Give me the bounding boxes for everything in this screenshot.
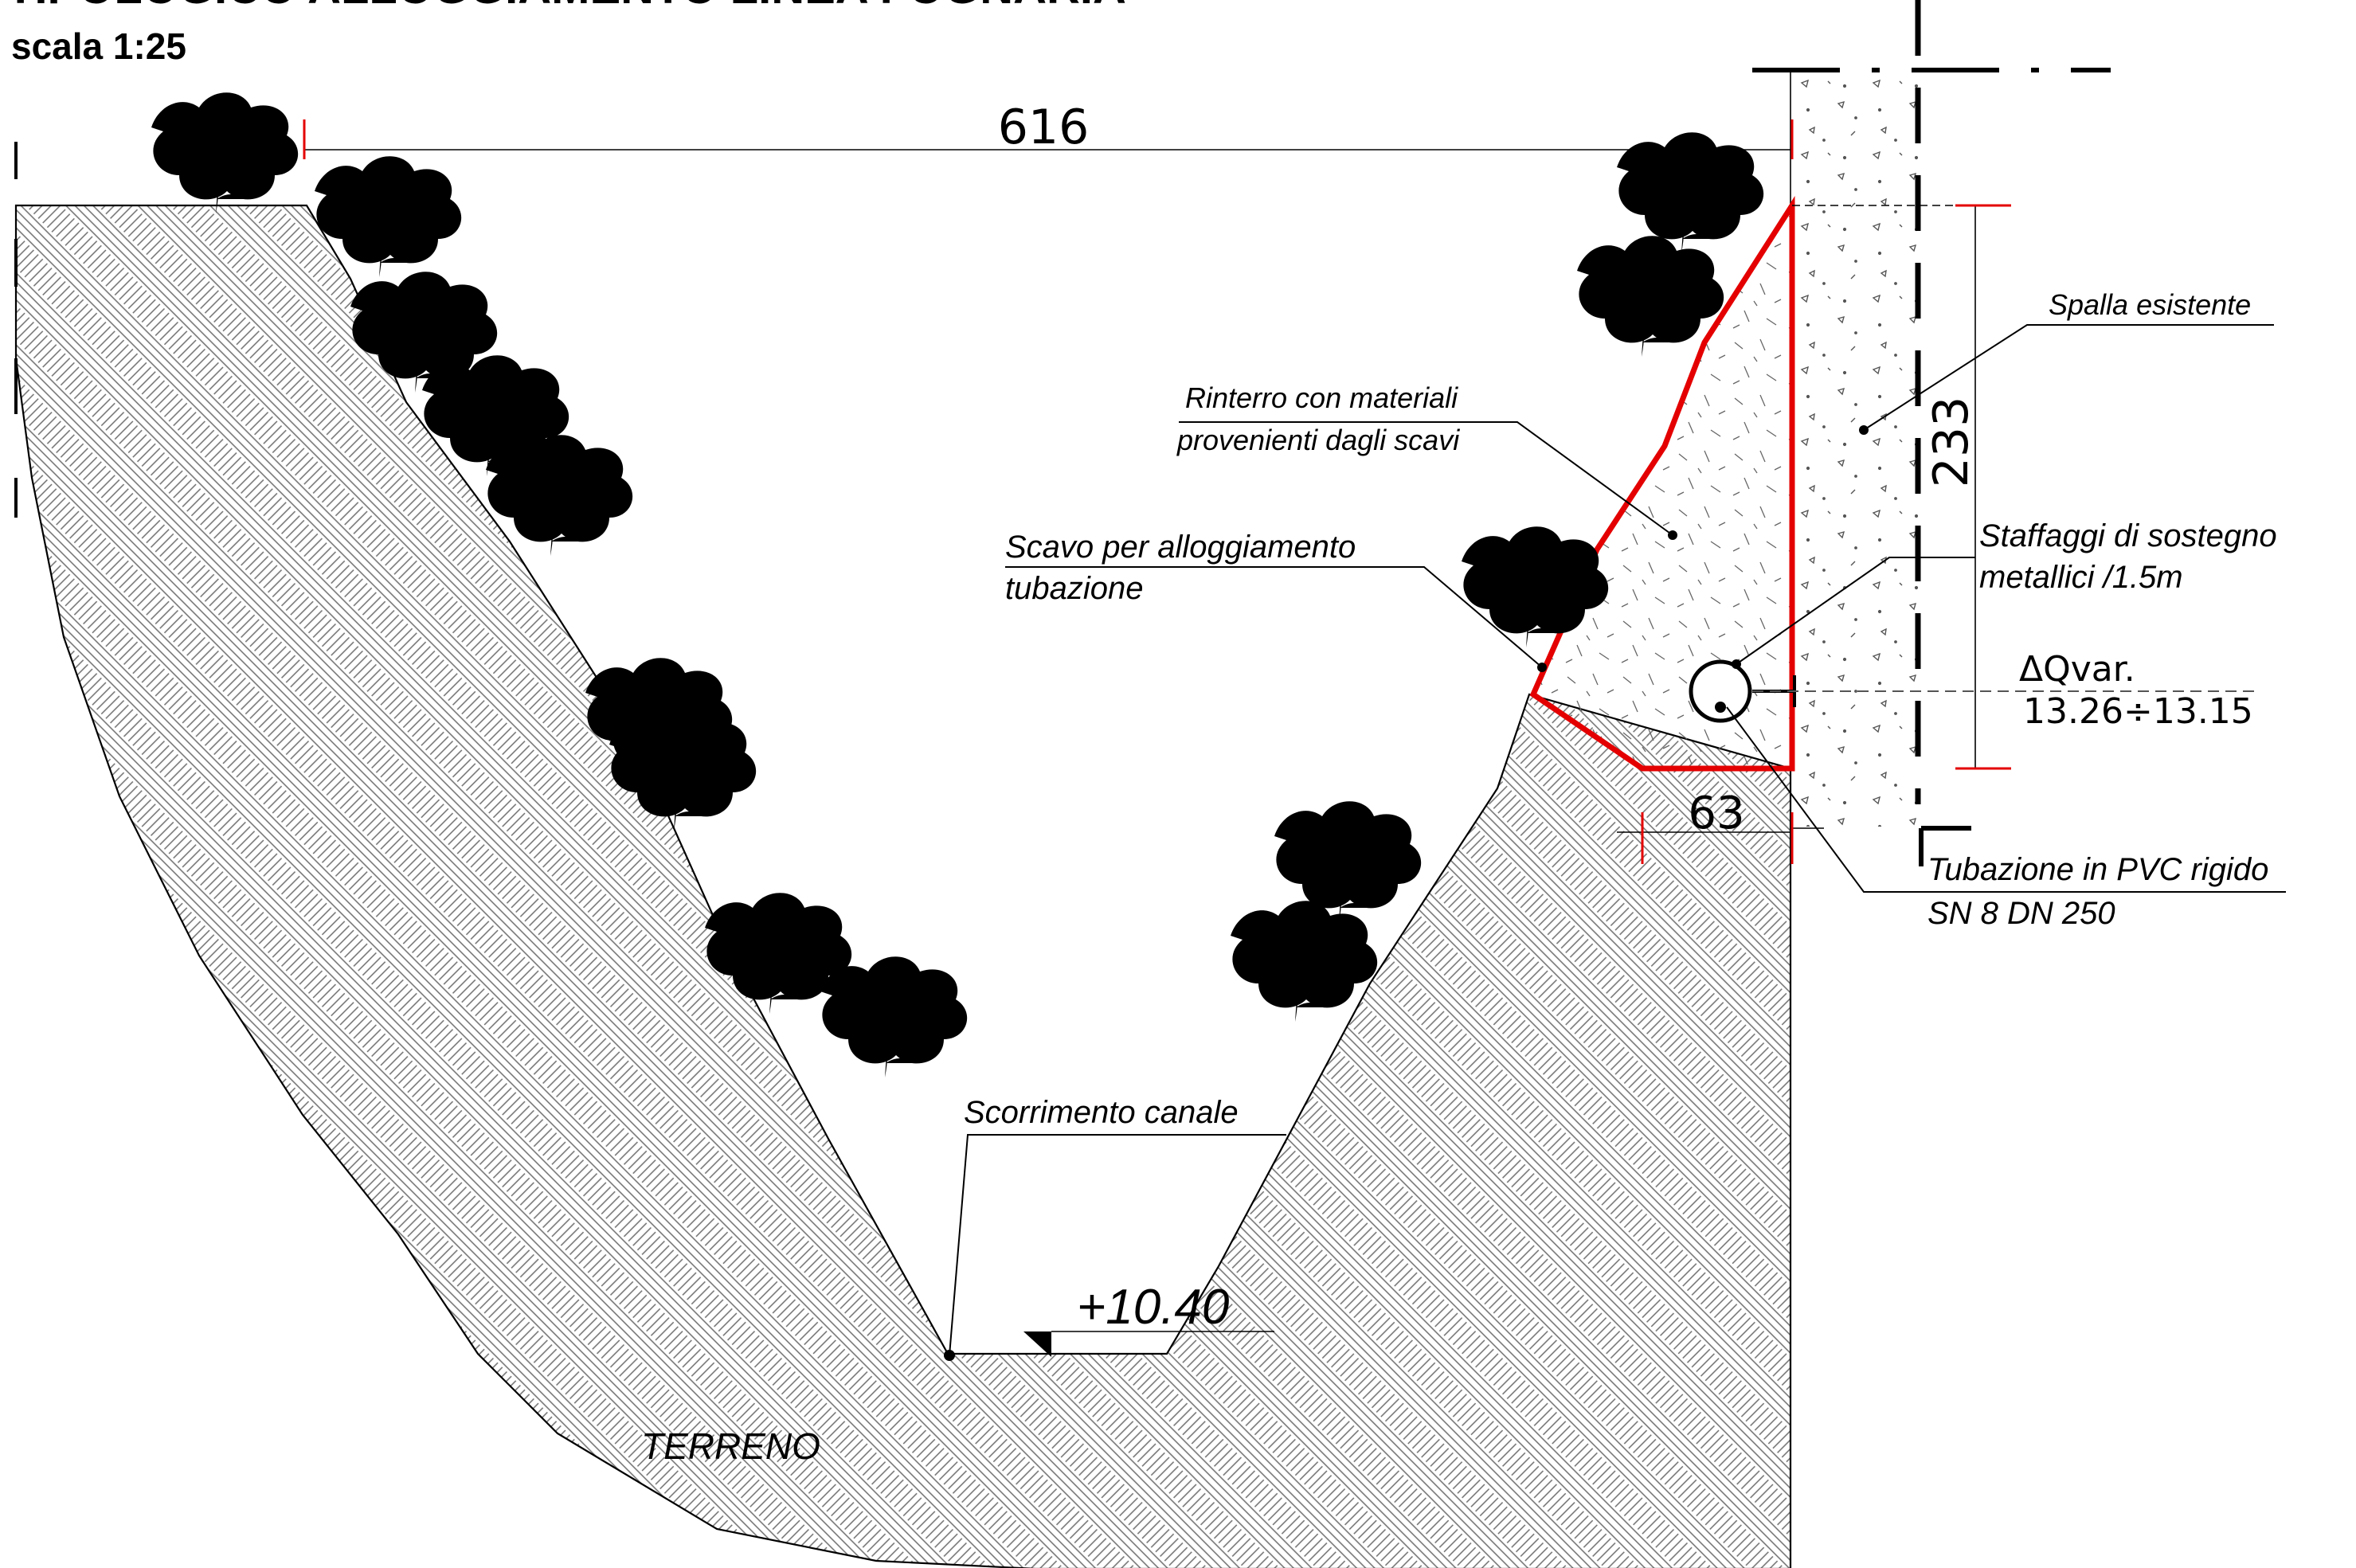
tree-icon [820,956,968,1077]
label-staffaggi-1: Staffaggi di sostegno [1979,518,2277,553]
elevation-triangle-icon [1023,1331,1051,1357]
spalla-existing [1790,70,1922,827]
axis-bottom-bracket [1919,826,1971,866]
label-delta-value: 13.26÷13.15 [2023,691,2253,732]
tree-icon [1617,132,1764,253]
leader-tubazione [1726,706,2286,893]
label-scorrimento: Scorrimento canale [964,1095,1239,1130]
label-scavo-2: tubazione [1005,571,1143,606]
drawing-title: TIPOLOGICO ALLOGGIAMENTO LINEA FOGNARIA [6,0,1126,14]
leader-scavo [1005,566,1543,668]
elevation-channel: +10.40 [1077,1280,1229,1335]
terrain-left-bank [14,204,1792,1568]
leader-scorrimento [949,1134,1286,1356]
leader-rinterro [1179,421,1673,536]
tree-icon [151,92,299,213]
label-terreno: TERRENO [641,1425,820,1467]
label-scavo-1: Scavo per alloggiamento [1005,530,1356,565]
tree-icon [1231,901,1378,1022]
leader-staffaggi [1736,557,1975,665]
backfill-area [1533,205,1792,764]
label-tubazione-1: Tubazione in PVC rigido [1927,852,2268,887]
tree-icon [1577,236,1724,357]
dim-233: 233 [1924,397,1979,488]
label-rinterro-1: Rinterro con materiali [1185,381,1458,414]
drawing-scale: scala 1:25 [11,25,186,67]
label-delta-q: ΔQvar. [2019,649,2135,690]
label-staffaggi-2: metallici /1.5m [1979,560,2183,595]
leader-spalla [1863,324,2274,431]
label-tubazione-2: SN 8 DN 250 [1927,896,2115,931]
dim-63: 63 [1688,788,1744,839]
dim-616: 616 [998,100,1090,155]
label-spalla: Spalla esistente [2049,288,2251,321]
label-rinterro-2: provenienti dagli scavi [1176,424,1460,456]
